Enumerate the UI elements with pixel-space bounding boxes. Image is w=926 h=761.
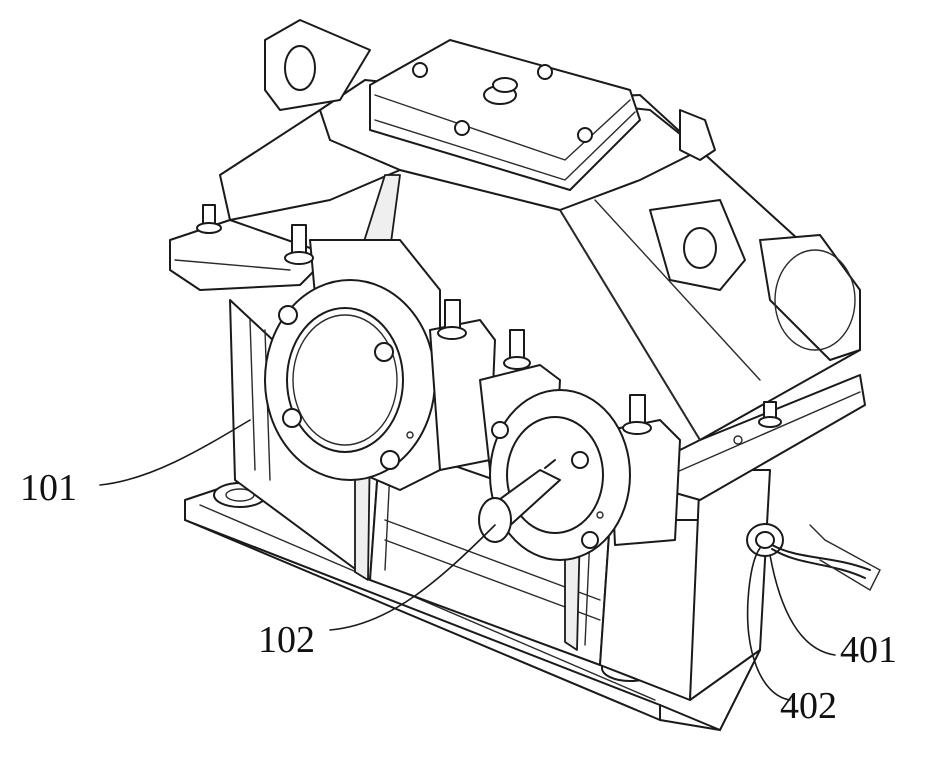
label-402: 402 bbox=[780, 685, 837, 727]
leader-401 bbox=[770, 555, 835, 655]
label-401: 401 bbox=[840, 629, 897, 671]
output-bearing-cover bbox=[490, 390, 630, 560]
lug-hole-rear bbox=[285, 46, 315, 90]
sensor-assembly bbox=[747, 524, 880, 590]
label-102: 102 bbox=[258, 619, 315, 661]
label-101: 101 bbox=[20, 467, 77, 509]
leader-101 bbox=[100, 420, 250, 485]
lug-hole-front bbox=[684, 228, 716, 268]
